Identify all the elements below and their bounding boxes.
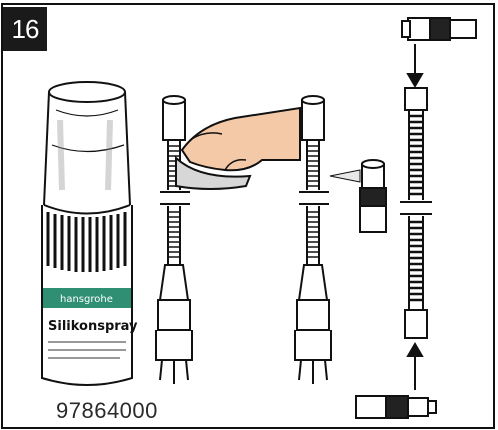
arrow-down bbox=[408, 44, 422, 86]
hose-3-coils bbox=[409, 116, 423, 300]
bottom-end-fitting bbox=[356, 396, 436, 418]
brand-label: hansgrohe bbox=[60, 294, 113, 305]
shower-hose-wiping bbox=[156, 96, 192, 384]
product-label: Silikonspray bbox=[48, 319, 138, 334]
can-ribbing bbox=[48, 212, 125, 272]
arrow-up bbox=[408, 344, 422, 390]
hose-2-coils bbox=[307, 146, 319, 257]
spray-nozzle bbox=[330, 160, 386, 232]
hand-with-cloth bbox=[176, 108, 300, 189]
part-number: 97864000 bbox=[56, 398, 158, 424]
top-end-fitting bbox=[402, 18, 476, 40]
step-number-badge: 16 bbox=[3, 7, 47, 51]
